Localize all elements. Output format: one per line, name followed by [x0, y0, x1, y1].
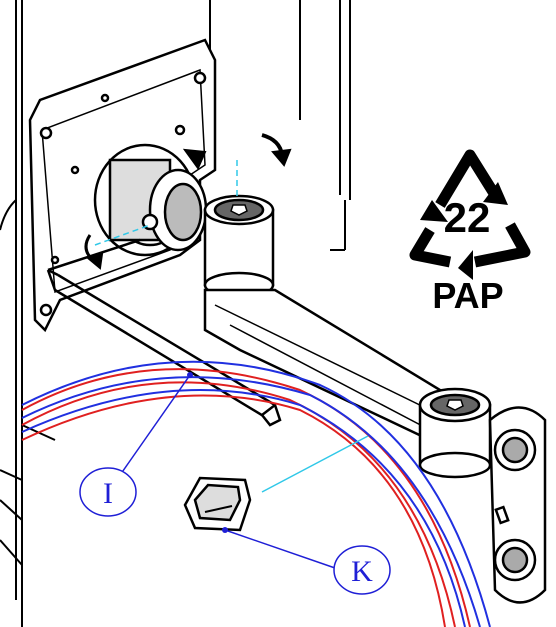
rotation-arrow-icon [84, 133, 292, 270]
pivot-column [203, 194, 275, 299]
recycle-arrows-icon [409, 149, 531, 268]
wall-panel [0, 0, 351, 627]
recycling-symbol: 22 PAP [409, 149, 531, 316]
recycling-code: PAP [432, 275, 503, 316]
callout-label-i: I [103, 477, 113, 510]
callout-label-k: K [351, 555, 373, 588]
end-pivot [418, 387, 492, 479]
callout-i: I [79, 372, 193, 517]
mount-hub [93, 143, 208, 257]
cable-clip-part [183, 476, 252, 532]
cable-plate [488, 406, 547, 604]
recycling-number: 22 [444, 194, 491, 241]
cables [21, 360, 491, 627]
axis-lines [94, 160, 369, 493]
callout-k: K [222, 527, 391, 595]
